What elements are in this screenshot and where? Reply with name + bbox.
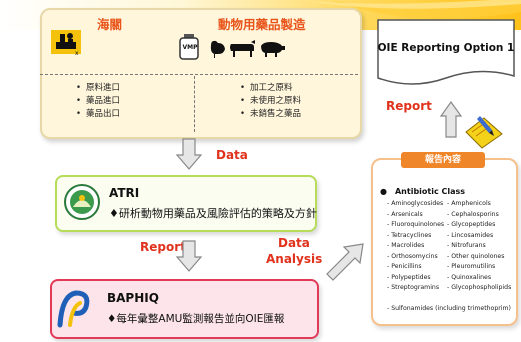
baphiq-logo-icon (57, 290, 90, 328)
oie-reporting-label: OIE Reporting Option 1 (377, 42, 515, 54)
list-item: - Macrolides (387, 242, 425, 249)
list-item: - Glycophospholipids (447, 284, 512, 291)
list-item: - Aminoglycosides (387, 200, 444, 207)
list-item: - Nitrofurans (447, 242, 486, 249)
list-item: - Pleuromutilins (447, 263, 496, 270)
baphiq-title: BAPHIQ (107, 291, 159, 305)
list-item: 原料進口 (76, 82, 120, 95)
atri-logo-icon (64, 184, 100, 220)
report-label-right: Report (386, 99, 432, 113)
list-item: - Penicillins (387, 263, 422, 270)
arrow-down-icon (176, 240, 202, 272)
list-item: - Quinoxalines (447, 273, 492, 281)
bullet-icon: ● (380, 187, 387, 196)
arrow-up-icon (440, 100, 462, 138)
oie-document-shape (377, 19, 515, 85)
panel-divider-vertical (194, 76, 195, 132)
data-label: Data (216, 148, 248, 162)
list-item: - Streptogramins (387, 284, 440, 291)
report-content-panel (371, 158, 518, 326)
livestock-icons (210, 40, 285, 58)
list-item: - Orthosomycins (387, 252, 438, 260)
vmp-list: 加工之原料 未使用之原料 未銷售之藥品 (240, 82, 301, 121)
list-item: - Amphenicols (447, 200, 491, 207)
list-item: - Lincosamides (447, 231, 494, 239)
list-item: 加工之原料 (240, 82, 301, 95)
customs-list: 原料進口 藥品進口 藥品出口 (76, 82, 120, 121)
list-item: - Polypeptides (387, 273, 431, 281)
report-label-left: Report (140, 240, 186, 254)
list-item: 未銷售之藥品 (240, 108, 301, 121)
list-item: - Glycopeptides (447, 221, 496, 228)
atri-description: ♦研析動物用藥品及風險評估的策略及方針 (109, 207, 317, 220)
list-item: 藥品進口 (76, 95, 120, 108)
antibiotic-class-label: Antibiotic Class (394, 187, 466, 196)
arrow-down-icon (176, 138, 202, 170)
list-item: - Arsenicals (387, 210, 423, 218)
customs-icon: x (51, 30, 81, 56)
atri-box: ATRI ♦研析動物用藥品及風險評估的策略及方針 (55, 175, 317, 232)
list-item: - Sulfonamides (including trimethoprim) (387, 305, 511, 312)
list-item: 未使用之原料 (240, 95, 301, 108)
vmp-label: VMP (182, 44, 198, 51)
data-analysis-label-line2: Analysis (266, 252, 323, 266)
list-item: - Cephalosporins (447, 210, 499, 218)
atri-title: ATRI (109, 186, 140, 200)
list-item: - Other quinolones (447, 252, 505, 260)
list-item: - Tetracyclines (387, 231, 432, 239)
antibiotic-class-list: - Aminoglycosides - Amphenicols - Arseni… (387, 199, 515, 294)
data-analysis-label-line1: Data (278, 236, 310, 250)
pen-paper-icon (465, 116, 503, 149)
report-content-header: 報告內容 (401, 152, 485, 168)
vmp-manufacturing-title: 動物用藥品製造 (218, 17, 306, 32)
list-item: 藥品出口 (76, 108, 120, 121)
panel-divider-horizontal (40, 74, 358, 75)
antibiotic-class-title: ● Antibiotic Class (380, 187, 465, 196)
customs-title: 海關 (97, 17, 123, 32)
svg-text:x: x (75, 50, 79, 56)
baphiq-box: BAPHIQ ♦每年彙整AMU監測報告並向OIE匯報 (50, 279, 319, 339)
vmp-vial-icon (179, 34, 199, 60)
list-item: - Fluoroquinolones (387, 221, 445, 228)
baphiq-description: ♦每年彙整AMU監測報告並向OIE匯報 (107, 313, 285, 325)
arrow-diagonal-icon (326, 243, 364, 281)
